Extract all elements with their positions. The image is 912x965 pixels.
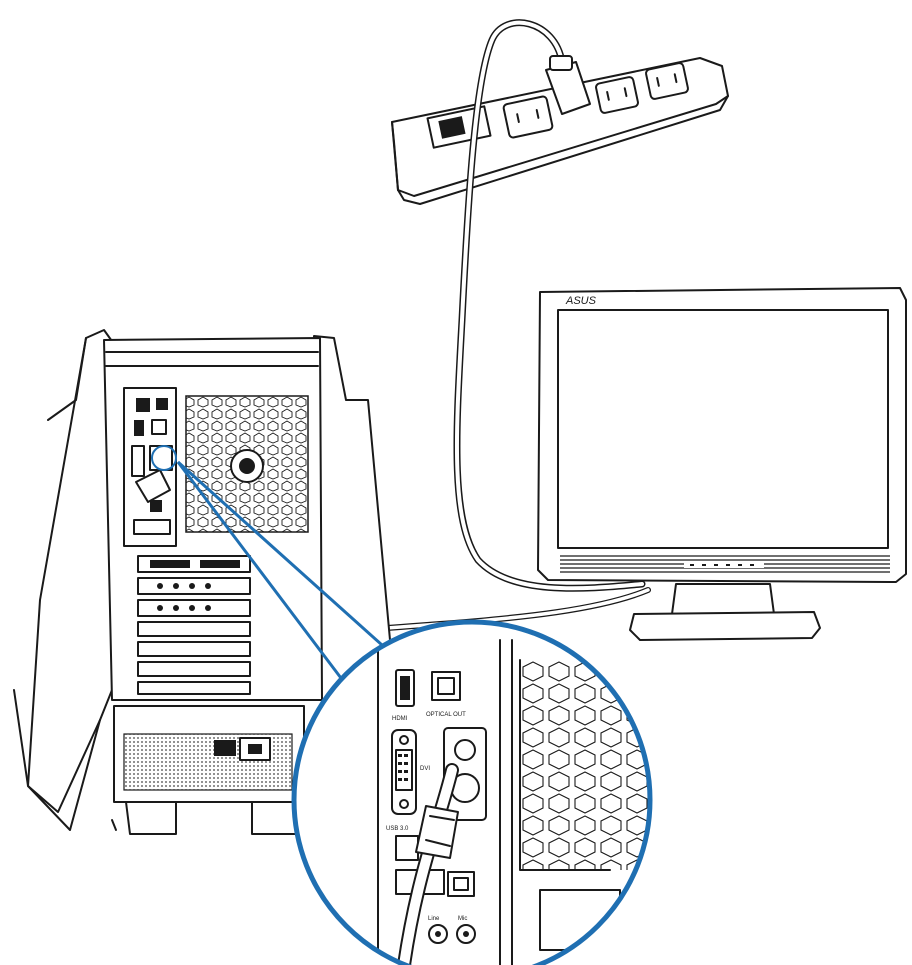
monitor-brand-label: ASUS	[565, 295, 597, 307]
hdmi-label: HDMI	[392, 716, 408, 722]
power-supply	[114, 706, 304, 802]
fan-grille-icon	[186, 396, 308, 532]
magnified-view: HDMI OPTICAL OUT DVI	[294, 622, 660, 965]
optical-label: OPTICAL OUT	[426, 712, 466, 718]
dvi-label: DVI	[420, 766, 430, 772]
audio-label-1: Line	[428, 916, 440, 922]
usb-label: USB 3.0	[386, 826, 409, 832]
audio-label-2: Mic	[458, 916, 467, 922]
